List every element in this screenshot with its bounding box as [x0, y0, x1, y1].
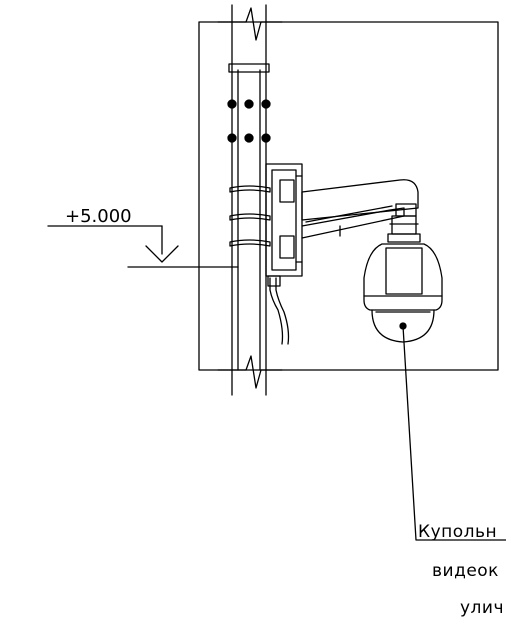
callout-line-3: улич: [460, 598, 504, 618]
detail-frame: [198, 21, 499, 371]
pole: [217, 4, 283, 396]
wall-arm-bracket: [301, 179, 419, 239]
pole-bolts: [227, 99, 271, 143]
mount-box: [265, 163, 303, 277]
dome-camera: [363, 243, 443, 343]
callout-leader: [399, 322, 506, 541]
cable: [267, 275, 290, 345]
elevation-label: +5.000: [65, 206, 132, 227]
elevation-mark: [47, 225, 239, 268]
callout-line-2: видеок: [432, 561, 499, 581]
clamp-bands: [229, 185, 271, 247]
callout-line-1: Купольн: [418, 522, 497, 542]
camera-neck: [387, 215, 421, 243]
